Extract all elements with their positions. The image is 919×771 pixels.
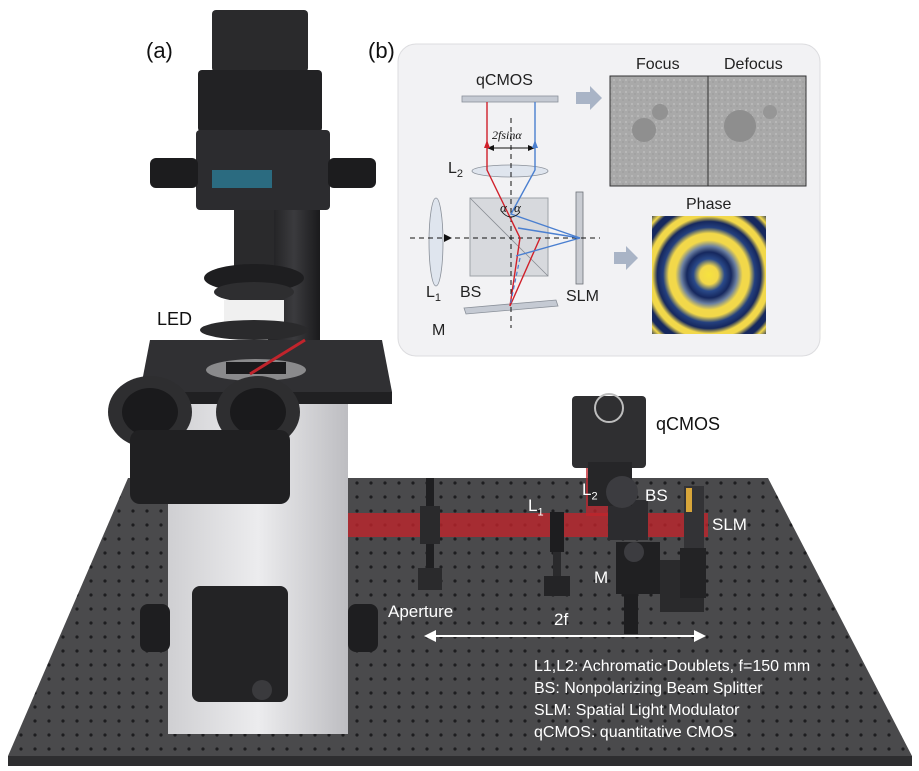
legend: L1,L2: Achromatic Doublets, f=150 mm BS:… (534, 656, 810, 744)
two-f-label: 2f (554, 610, 569, 629)
m-label: M (594, 568, 609, 587)
inset-focus-label: Focus (636, 56, 680, 73)
aperture-mount (418, 478, 442, 590)
focus-image (609, 75, 709, 187)
qcmos-camera (572, 393, 646, 508)
inset-defocus-label: Defocus (724, 56, 783, 73)
inset-alpha-right: α (514, 200, 521, 215)
microscope (108, 10, 392, 734)
l1-label: L1 (528, 496, 544, 519)
inset-l1-label: L1 (426, 284, 442, 305)
l2-label: L2 (582, 480, 598, 503)
inset-m-label: M (432, 322, 446, 339)
panel-label-b: (b) (368, 38, 395, 63)
bs-label: BS (645, 486, 668, 505)
legend-line-qcmos: qCMOS: quantitative CMOS (534, 724, 735, 741)
inset-panel (397, 43, 821, 357)
panel-label-a: (a) (146, 38, 173, 63)
bs-mirror-assembly (608, 500, 704, 634)
two-f-arrow (424, 630, 706, 642)
legend-line-lenses: L1,L2: Achromatic Doublets, f=150 mm (534, 658, 811, 675)
legend-line-bs: BS: Nonpolarizing Beam Splitter (534, 680, 763, 697)
slm-label: SLM (712, 515, 747, 534)
inset-slm-label: SLM (566, 288, 599, 305)
phase-pattern (652, 216, 766, 334)
defocus-image (707, 75, 807, 187)
inset-phase-label: Phase (686, 196, 732, 213)
led-label: LED (157, 309, 193, 329)
aperture-label: Aperture (388, 602, 454, 621)
inset-2fsinalpha-label: 2fsinα (492, 128, 522, 142)
inset-alpha-left: α (500, 200, 507, 215)
legend-line-slm: SLM: Spatial Light Modulator (534, 702, 740, 719)
inset-bs-label: BS (460, 284, 482, 301)
l1-lens-mount (544, 512, 570, 596)
qcmos-label: qCMOS (656, 414, 721, 434)
inset-l2-label: L2 (448, 160, 464, 181)
inset-qcmos-label: qCMOS (476, 72, 533, 89)
slm-device (680, 486, 706, 598)
